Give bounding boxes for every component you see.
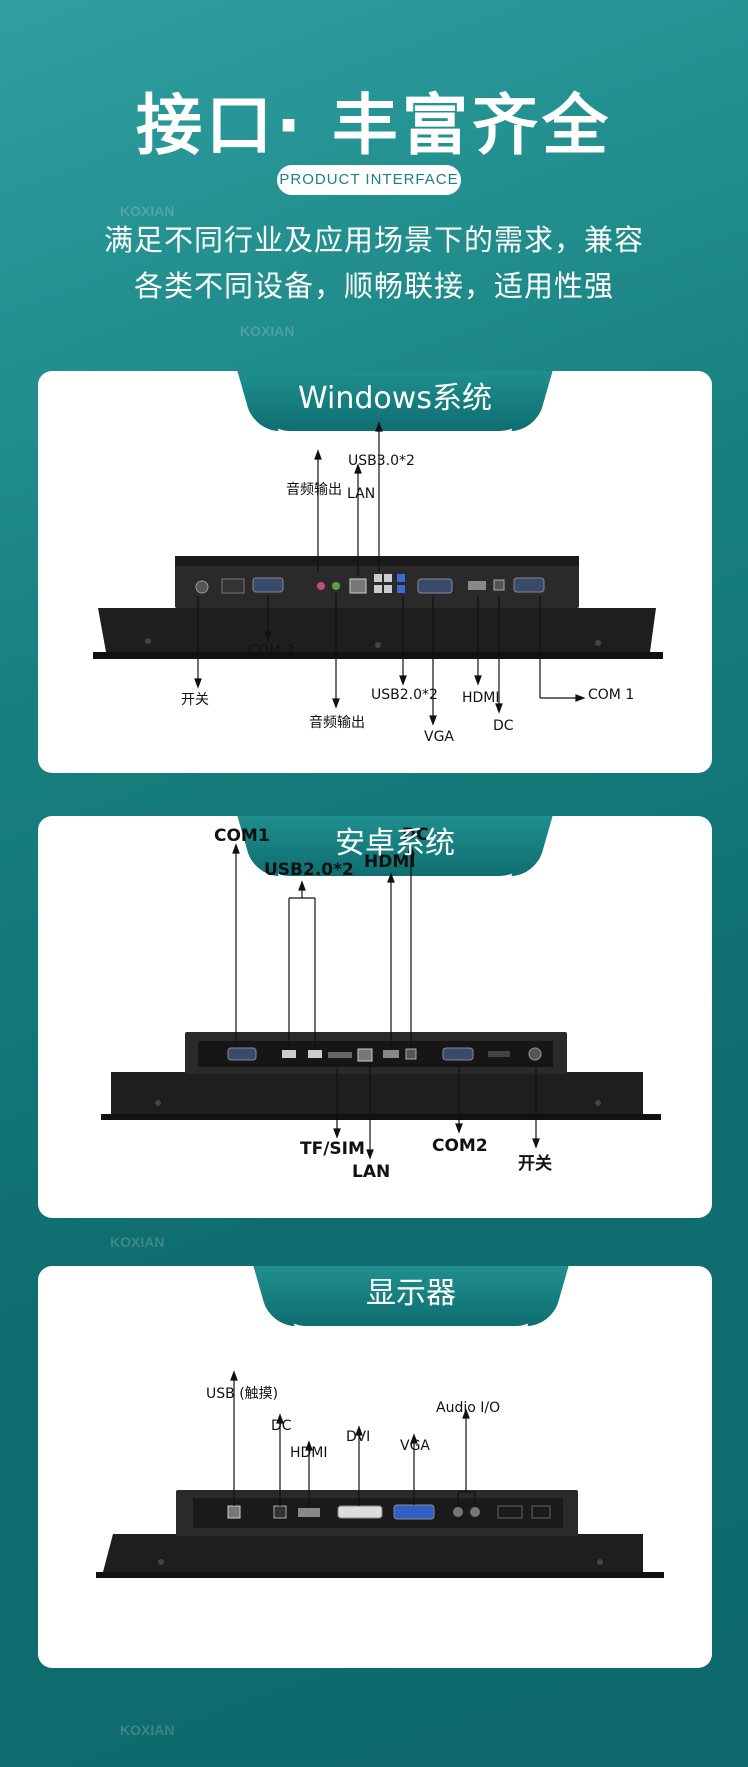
usb-port-icon [374, 574, 382, 582]
dc-port-icon [493, 579, 505, 591]
section-title: 显示器 [366, 1276, 456, 1311]
hdmi-port-icon [468, 581, 486, 590]
subtitle-line-1: 满足不同行业及应用场景下的需求，兼容 [103, 223, 644, 257]
label-com1: COM1 [214, 826, 270, 846]
label-audio-top: 音频输出 [286, 482, 342, 498]
dvi-port-icon [337, 1505, 383, 1519]
label-dvi: DVI [346, 1429, 371, 1445]
audio-pink-icon [317, 582, 325, 590]
lan-port-icon [357, 1048, 373, 1062]
watermark-logo: KOXIAN [110, 1234, 165, 1250]
label-hdmi: HDMI [462, 690, 500, 706]
usb-b-port-icon [227, 1505, 241, 1519]
usb-port-icon [374, 585, 382, 593]
watermark-logo: KOXIAN [120, 203, 175, 219]
android-device-diagram [101, 843, 661, 1160]
tfsim-slot-icon [328, 1052, 352, 1058]
page-title: 接口· 丰富齐全 [135, 87, 613, 164]
section-title: 安卓系统 [335, 826, 455, 861]
device-base [93, 652, 663, 659]
label-hdmi: HDMI [364, 852, 416, 872]
monitor-section-tab: 显示器 [276, 1266, 546, 1326]
blank-port-icon [488, 1051, 510, 1057]
usb-port-icon [384, 574, 392, 582]
usb3-port-icon [397, 574, 405, 582]
windows-device-diagram [93, 421, 663, 726]
blank-port-icon [531, 1505, 551, 1519]
label-usb20: USB2.0*2 [371, 687, 438, 703]
windows-section-tab: Windows系统 [260, 371, 530, 431]
watermark-logo: KOXIAN [120, 1722, 175, 1738]
android-section-card: 安卓系统 COM1 USB2.0*2 HDMI DC TF/SIM [38, 816, 712, 1218]
com1-port-icon [513, 577, 545, 593]
label-lan: LAN [352, 1162, 391, 1182]
android-section-tab: 安卓系统 [260, 816, 530, 876]
label-lan: LAN [347, 486, 376, 502]
vga-port-icon [417, 578, 453, 594]
dc-port-icon [273, 1505, 287, 1519]
label-vga: VGA [400, 1438, 431, 1454]
device-base [96, 1572, 664, 1578]
label-dc: DC [402, 825, 429, 845]
label-usb20: USB2.0*2 [264, 860, 354, 880]
blank-port-icon [221, 578, 245, 594]
com1-port-icon [227, 1047, 257, 1061]
product-interface-badge: PRODUCT INTERFACE [277, 165, 461, 195]
usb3-port-icon [397, 585, 405, 593]
device-bezel [103, 1534, 643, 1572]
watermark-logo: KOXIAN [240, 323, 295, 339]
label-dc: DC [493, 718, 514, 734]
label-usb30: USB3.0*2 [348, 453, 415, 469]
audio-in-icon [453, 1507, 463, 1517]
usb-port-icon [308, 1050, 322, 1058]
monitor-device-diagram [96, 1370, 664, 1578]
audio-green-icon [332, 582, 340, 590]
hdmi-port-icon [298, 1508, 320, 1517]
section-title: Windows系统 [298, 381, 492, 416]
label-audio-io: Audio I/O [436, 1400, 501, 1416]
lan-port-icon [349, 578, 367, 594]
label-power: 开关 [518, 1154, 552, 1174]
label-tfsim: TF/SIM [300, 1139, 365, 1159]
power-button-icon [528, 1047, 542, 1061]
subtitle-line-2: 各类不同设备，顺畅联接，适用性强 [133, 269, 614, 303]
label-audio-bottom: 音频输出 [309, 715, 365, 731]
blank-port-icon [497, 1505, 523, 1519]
com2-port-icon [252, 577, 284, 593]
label-vga: VGA [424, 729, 455, 745]
label-com2: COM2 [432, 1136, 488, 1156]
monitor-section-card: 显示器 USB (触摸) DC HDMI DVI VGA Audio I/O [38, 1266, 712, 1668]
label-hdmi: HDMI [290, 1445, 328, 1461]
usb-port-icon [282, 1050, 296, 1058]
label-com1: COM 1 [588, 687, 635, 703]
label-dc: DC [271, 1418, 292, 1434]
com2-port-icon [442, 1047, 474, 1061]
usb-port-icon [384, 585, 392, 593]
label-usb-touch: USB (触摸) [206, 1386, 279, 1402]
device-bezel [111, 1072, 643, 1114]
hero-header: 接口· 丰富齐全 PRODUCT INTERFACE 满足不同行业及应用场景下的… [0, 0, 748, 360]
vga-port-icon [393, 1504, 435, 1520]
device-base [101, 1114, 661, 1120]
dc-port-icon [405, 1048, 417, 1060]
label-com2: COM 2 [248, 643, 295, 659]
power-button-icon [195, 580, 209, 594]
device-fins [175, 556, 579, 566]
device-bezel [98, 608, 656, 652]
audio-out-icon [470, 1507, 480, 1517]
label-power: 开关 [181, 692, 209, 708]
hdmi-port-icon [383, 1050, 399, 1058]
windows-section-card: Windows系统 [38, 371, 712, 773]
